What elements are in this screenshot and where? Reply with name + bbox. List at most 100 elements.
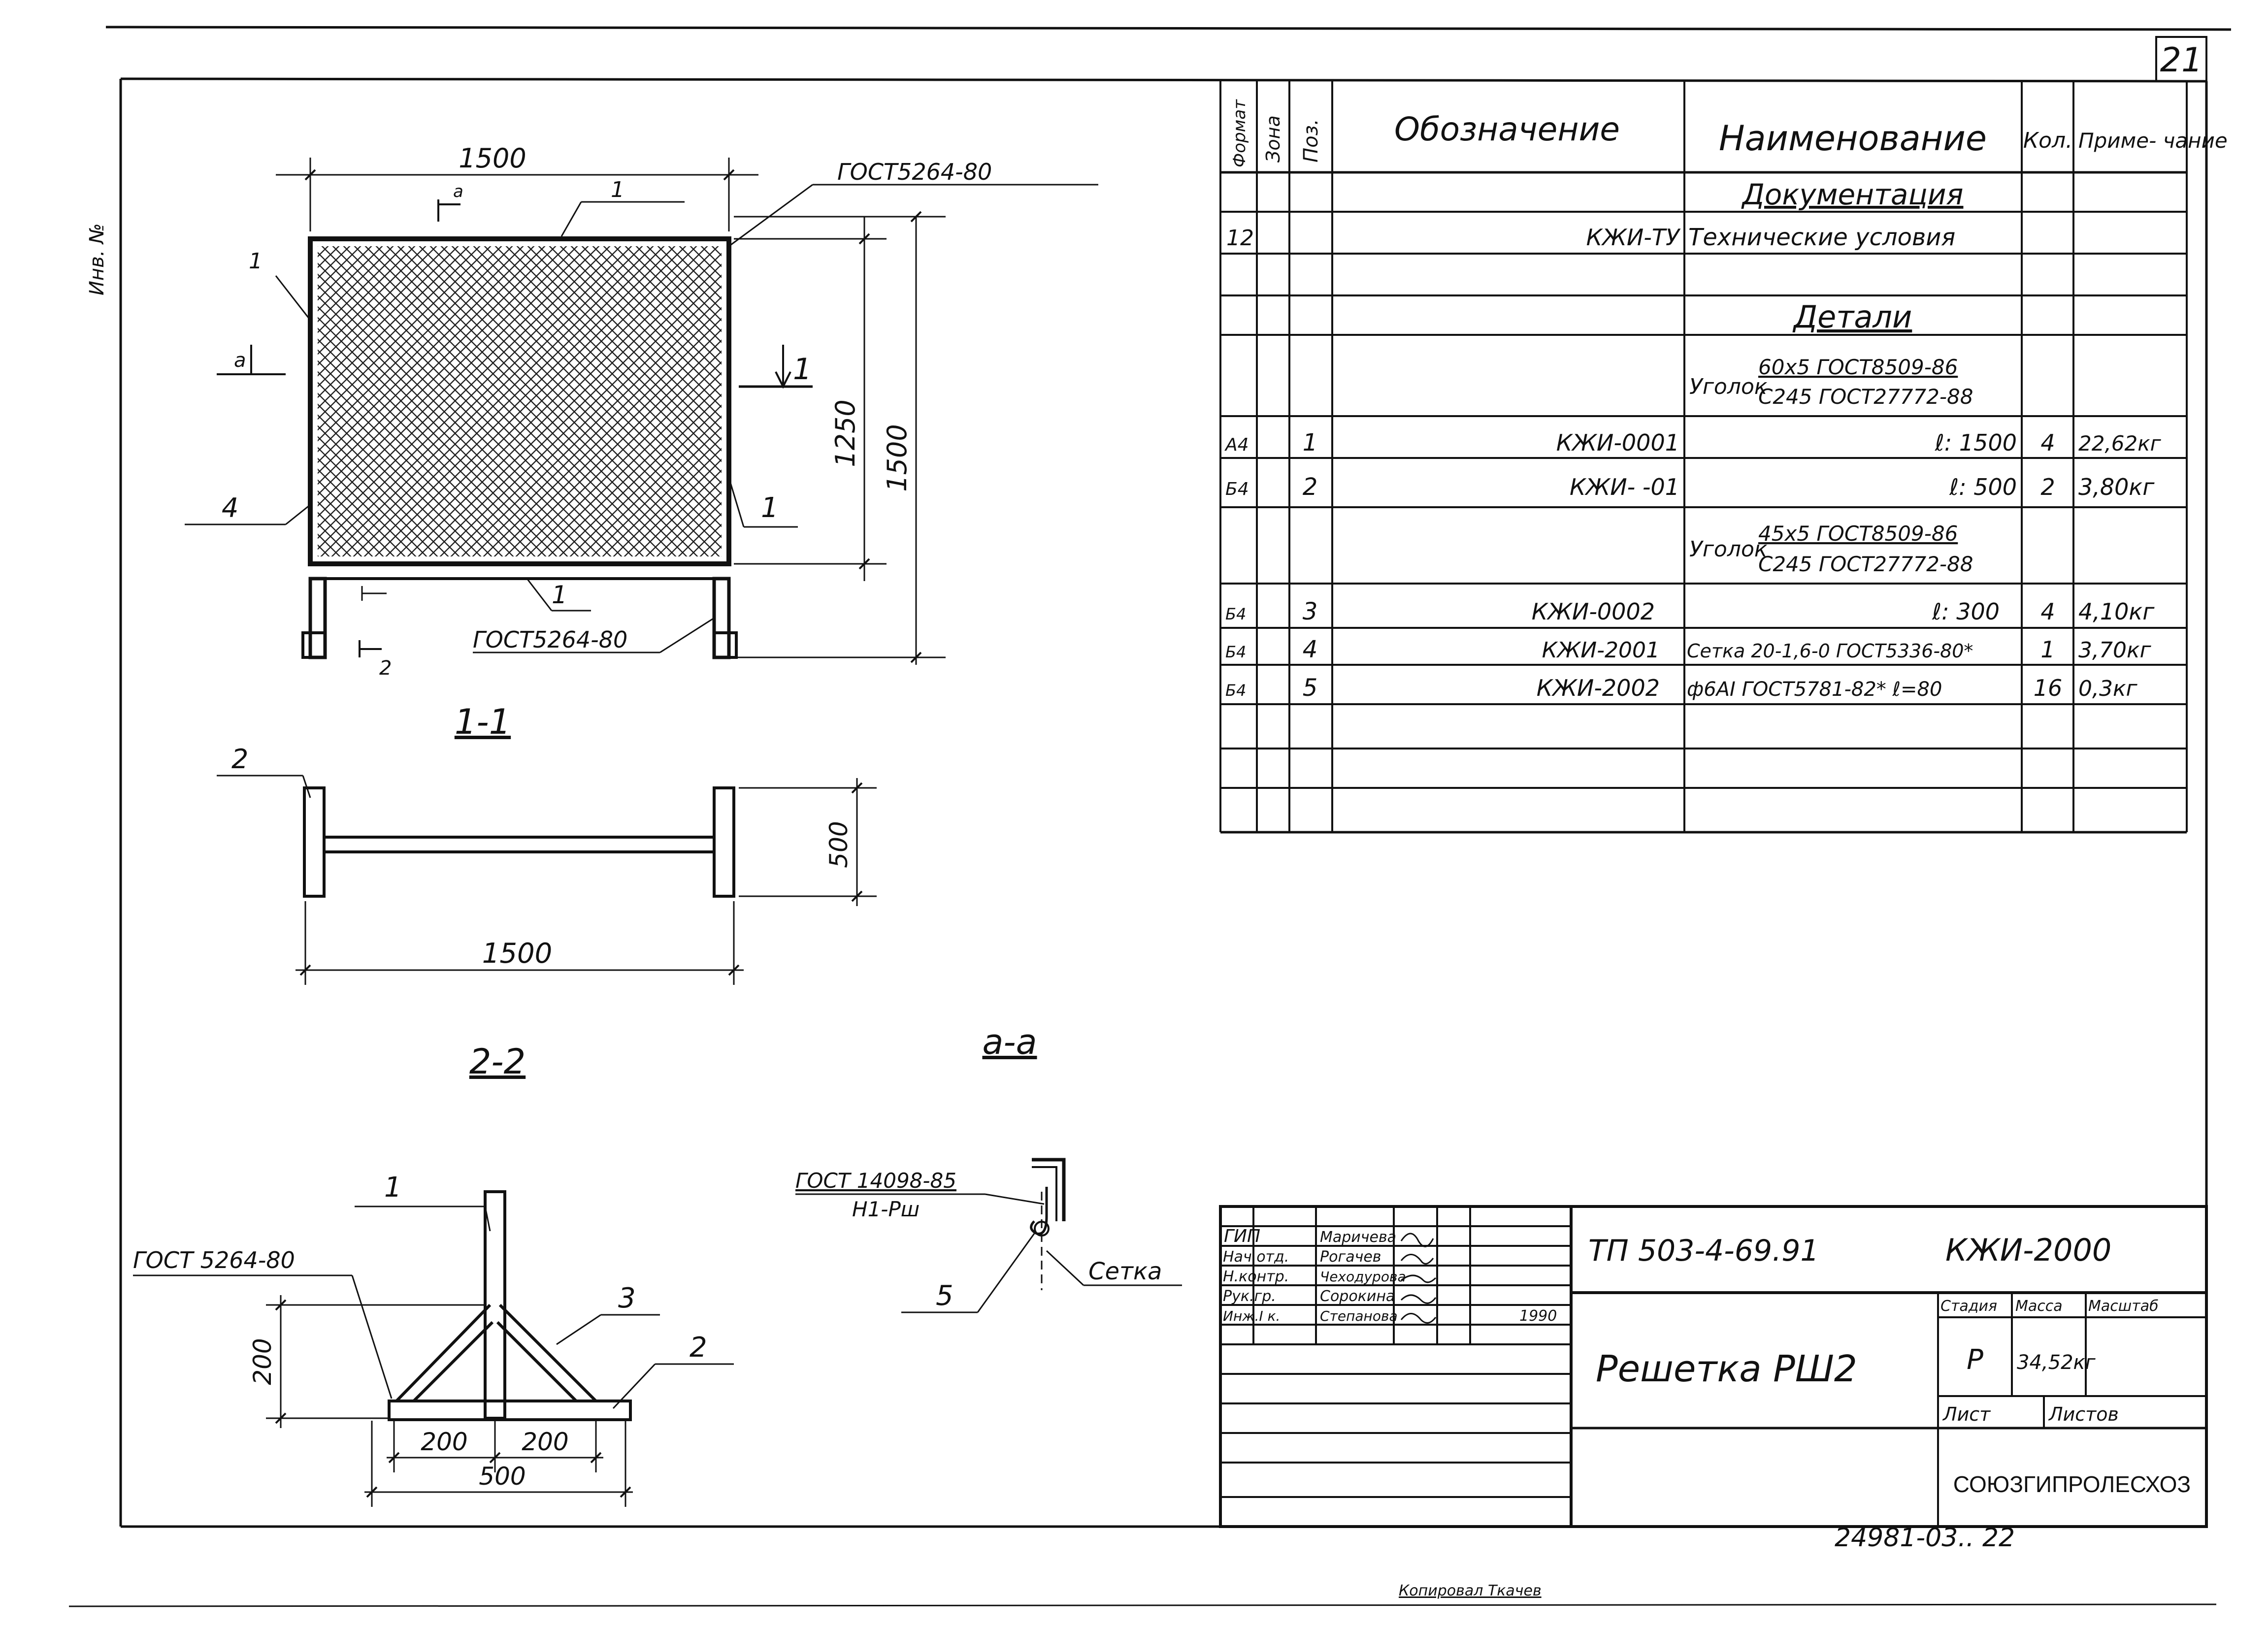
svg-text:ℓ: 1500: ℓ: 1500 <box>1935 429 2017 456</box>
svg-text:Уголок: Уголок <box>1689 374 1768 399</box>
section-2-2-pos-3: 3 <box>618 1282 636 1314</box>
svg-text:4: 4 <box>1303 636 1318 663</box>
bottom-code: 24981-03.. 22 <box>1835 1523 2015 1553</box>
title-scale-label: Масштаб <box>2088 1298 2159 1315</box>
section-1-1-label: 1-1 <box>455 702 511 742</box>
svg-text:Инж.I к.: Инж.I к. <box>1223 1308 1280 1324</box>
spec-row: Б4 2 КЖИ- -01 ℓ: 500 2 3,80кг <box>1225 473 2155 501</box>
section-a-a-pos: 5 <box>936 1280 953 1312</box>
section-2-2: 2-2 1 ГОСТ 5264-80 3 2 200 <box>133 1042 734 1507</box>
header-designation: Обозначение <box>1394 110 1620 148</box>
sheet-number-box: 21 <box>2155 36 2207 82</box>
svg-text:Нач.отд.: Нач.отд. <box>1223 1248 1289 1266</box>
svg-text:КЖИ-0001: КЖИ-0001 <box>1556 429 1679 456</box>
svg-text:4: 4 <box>2040 429 2055 456</box>
title-block <box>1219 1205 2208 1528</box>
svg-text:1: 1 <box>2040 636 2055 663</box>
spec-table-header: Формат Зона Поз. Обозначение Наименовани… <box>1230 99 2228 167</box>
section-1-1-depth: 500 <box>824 821 853 868</box>
main-view: 1500 1250 1500 ГОСТ5264-80 1 1 a 1 <box>185 143 1098 680</box>
section-2-2-label: 2-2 <box>469 1042 526 1082</box>
mesh-fill <box>318 246 722 556</box>
svg-text:0,3кг: 0,3кг <box>2078 676 2138 701</box>
spec-row: 12 КЖИ-ТУ Технические условия <box>1226 224 1955 251</box>
title-year: 1990 <box>1519 1307 1557 1325</box>
section-2-2-height: 200 <box>248 1338 277 1385</box>
section-1-1-width: 1500 <box>482 938 553 970</box>
gost-bottom-label: ГОСТ5264-80 <box>473 626 627 653</box>
header-note: Приме- чание <box>2078 129 2228 153</box>
sheet-number: 21 <box>2160 41 2203 80</box>
svg-text:Н.контр.: Н.контр. <box>1223 1268 1289 1285</box>
section-2-2-gost: ГОСТ 5264-80 <box>133 1247 295 1273</box>
svg-text:22,62кг: 22,62кг <box>2078 431 2162 456</box>
svg-text:2: 2 <box>1303 473 1318 501</box>
svg-text:КЖИ-2002: КЖИ-2002 <box>1537 675 1660 701</box>
svg-text:С245 ГОСТ27772-88: С245 ГОСТ27772-88 <box>1758 385 1973 409</box>
svg-text:Уголок: Уголок <box>1689 537 1768 562</box>
pos-label-4: 4 <box>222 492 238 523</box>
section-2-2-dim-a: 200 <box>421 1428 467 1456</box>
svg-text:3,80кг: 3,80кг <box>2078 474 2155 500</box>
section-1-1: 1-1 2 500 1500 <box>217 702 877 985</box>
spec-row: А4 1 КЖИ-0001 ℓ: 1500 4 22,62кг <box>1224 429 2162 456</box>
title-sheet-label: Лист <box>1942 1403 1991 1425</box>
svg-text:Б4: Б4 <box>1225 643 1246 661</box>
angle-spec-2: Уголок 45х5 ГОСТ8509-86 С245 ГОСТ27772-8… <box>1689 521 1973 576</box>
svg-text:Б4: Б4 <box>1225 479 1249 499</box>
pos-label-left: 1 <box>249 249 263 274</box>
angle-spec-1: Уголок 60х5 ГОСТ8509-86 С245 ГОСТ27772-8… <box>1689 355 1973 409</box>
left-margin-note: Инв. № <box>86 223 108 295</box>
title-code: КЖИ-2000 <box>1945 1232 2111 1268</box>
pos-label-right: 1 <box>761 492 779 524</box>
svg-text:Технические условия: Технические условия <box>1688 224 1955 251</box>
section-docs: Документация <box>1741 178 1964 211</box>
title-block-signers: ГИП Маричева Нач.отд. Рогачев Н.контр. Ч… <box>1223 1226 1557 1325</box>
section-a-a: a-a ГОСТ 14098-85 Н1-Рш 5 Сетка <box>795 1022 1182 1313</box>
header-format: Формат <box>1230 99 1249 167</box>
svg-text:60х5 ГОСТ8509-86: 60х5 ГОСТ8509-86 <box>1758 355 1958 379</box>
svg-text:Сетка 20-1,6-0 ГОСТ5336-80*: Сетка 20-1,6-0 ГОСТ5336-80* <box>1687 640 1973 662</box>
svg-text:ℓ: 300: ℓ: 300 <box>1932 598 2000 625</box>
section-a-a-label: a-a <box>982 1022 1037 1062</box>
title-mass-label: Масса <box>2015 1298 2063 1315</box>
svg-text:4,10кг: 4,10кг <box>2078 598 2155 625</box>
svg-text:С245 ГОСТ27772-88: С245 ГОСТ27772-88 <box>1758 552 1973 576</box>
svg-text:45х5 ГОСТ8509-86: 45х5 ГОСТ8509-86 <box>1758 521 1958 546</box>
svg-text:Сорокина: Сорокина <box>1320 1288 1395 1305</box>
section-2-2-pos-2: 2 <box>690 1332 707 1364</box>
header-zone: Зона <box>1262 115 1284 163</box>
section-mark-right: 1 <box>793 352 812 387</box>
title-sheets-label: Листов <box>2048 1403 2119 1425</box>
svg-text:ГИП: ГИП <box>1224 1226 1260 1246</box>
svg-text:КЖИ-2001: КЖИ-2001 <box>1542 638 1660 663</box>
right-leg <box>712 577 731 659</box>
svg-text:12: 12 <box>1226 226 1254 251</box>
svg-text:1: 1 <box>1303 429 1318 456</box>
spec-row: Б4 3 КЖИ-0002 ℓ: 300 4 4,10кг <box>1225 598 2155 625</box>
header-pos: Поз. <box>1300 119 1322 163</box>
section-1-1-pos: 2 <box>231 744 248 775</box>
svg-text:КЖИ-ТУ: КЖИ-ТУ <box>1586 224 1681 251</box>
sheet-frame <box>68 26 2232 1607</box>
section-a-a-gost-bottom: Н1-Рш <box>852 1197 920 1221</box>
dim-total-height: 1500 <box>882 424 913 491</box>
section-mark-bottom: 2 <box>379 657 392 680</box>
svg-text:КЖИ- -01: КЖИ- -01 <box>1570 474 1679 500</box>
pos-label-top: 1 <box>611 177 625 202</box>
title-stage-label: Стадия <box>1940 1298 1997 1315</box>
svg-text:5: 5 <box>1303 674 1318 702</box>
section-details: Детали <box>1792 299 1912 335</box>
svg-text:a: a <box>453 182 463 201</box>
section-a-a-gost-top: ГОСТ 14098-85 <box>795 1169 956 1193</box>
section-2-2-pos-1: 1 <box>384 1172 402 1204</box>
spec-table <box>1219 81 2188 834</box>
gost-top-label: ГОСТ5264-80 <box>837 159 992 185</box>
svg-text:Рогачев: Рогачев <box>1320 1248 1381 1266</box>
svg-text:Б4: Б4 <box>1225 681 1246 700</box>
svg-text:Степанова: Степанова <box>1320 1308 1398 1324</box>
svg-text:16: 16 <box>2034 675 2063 701</box>
svg-text:Маричева: Маричева <box>1320 1229 1396 1246</box>
section-2-2-dim-total: 500 <box>479 1462 526 1491</box>
